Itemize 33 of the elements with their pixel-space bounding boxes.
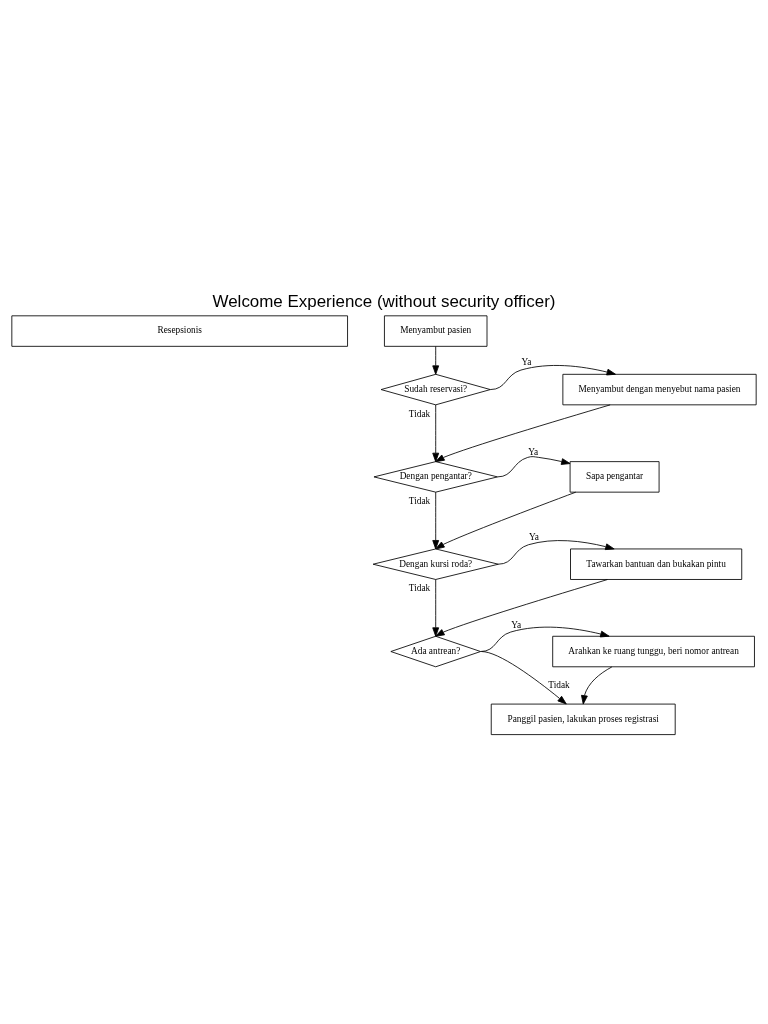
arrow	[489, 364, 616, 390]
node-diamond: Sudah reservasi?	[380, 373, 491, 405]
arrow	[435, 491, 577, 549]
arrow	[432, 491, 440, 549]
arrow	[480, 626, 610, 652]
arrow	[435, 578, 608, 637]
diagram-title: Welcome Experience (without security officer)	[212, 291, 556, 311]
edge-label: Tidak	[548, 679, 570, 690]
arrow	[432, 403, 440, 462]
edge-label: Ya	[521, 356, 532, 367]
arrow	[435, 403, 611, 462]
arrow	[432, 578, 440, 637]
edge-label: Tidak	[408, 495, 431, 506]
arrow	[581, 666, 613, 704]
arrow	[481, 650, 567, 704]
node-box: Arahkan ke ruang tunggu, beri nomor antrean	[552, 635, 755, 667]
node-box: Tawarkan bantuan dan bukakan pintu	[570, 548, 743, 580]
node-diamond: Ada antrean?	[390, 635, 481, 667]
arrow	[497, 539, 615, 565]
arrow	[432, 345, 440, 375]
node-box: Menyambut dengan menyebut nama pasien	[562, 373, 757, 405]
node-box: Panggil pasien, lakukan proses registrasi	[490, 703, 676, 735]
node-box: Sapa pengantar	[569, 460, 660, 493]
edge-label: Ya	[528, 446, 539, 457]
node-box: Menyambut pasien	[384, 314, 488, 347]
edge-label: Ya	[511, 619, 522, 630]
node-box: Resepsionis	[11, 314, 348, 347]
edge-label: Ya	[529, 531, 540, 542]
node-diamond: Dengan kursi roda?	[372, 548, 499, 580]
arrow	[497, 455, 571, 477]
edge-label: Tidak	[408, 582, 431, 593]
edge-label: Tidak	[408, 408, 431, 419]
node-diamond: Dengan pengantar?	[373, 460, 498, 493]
